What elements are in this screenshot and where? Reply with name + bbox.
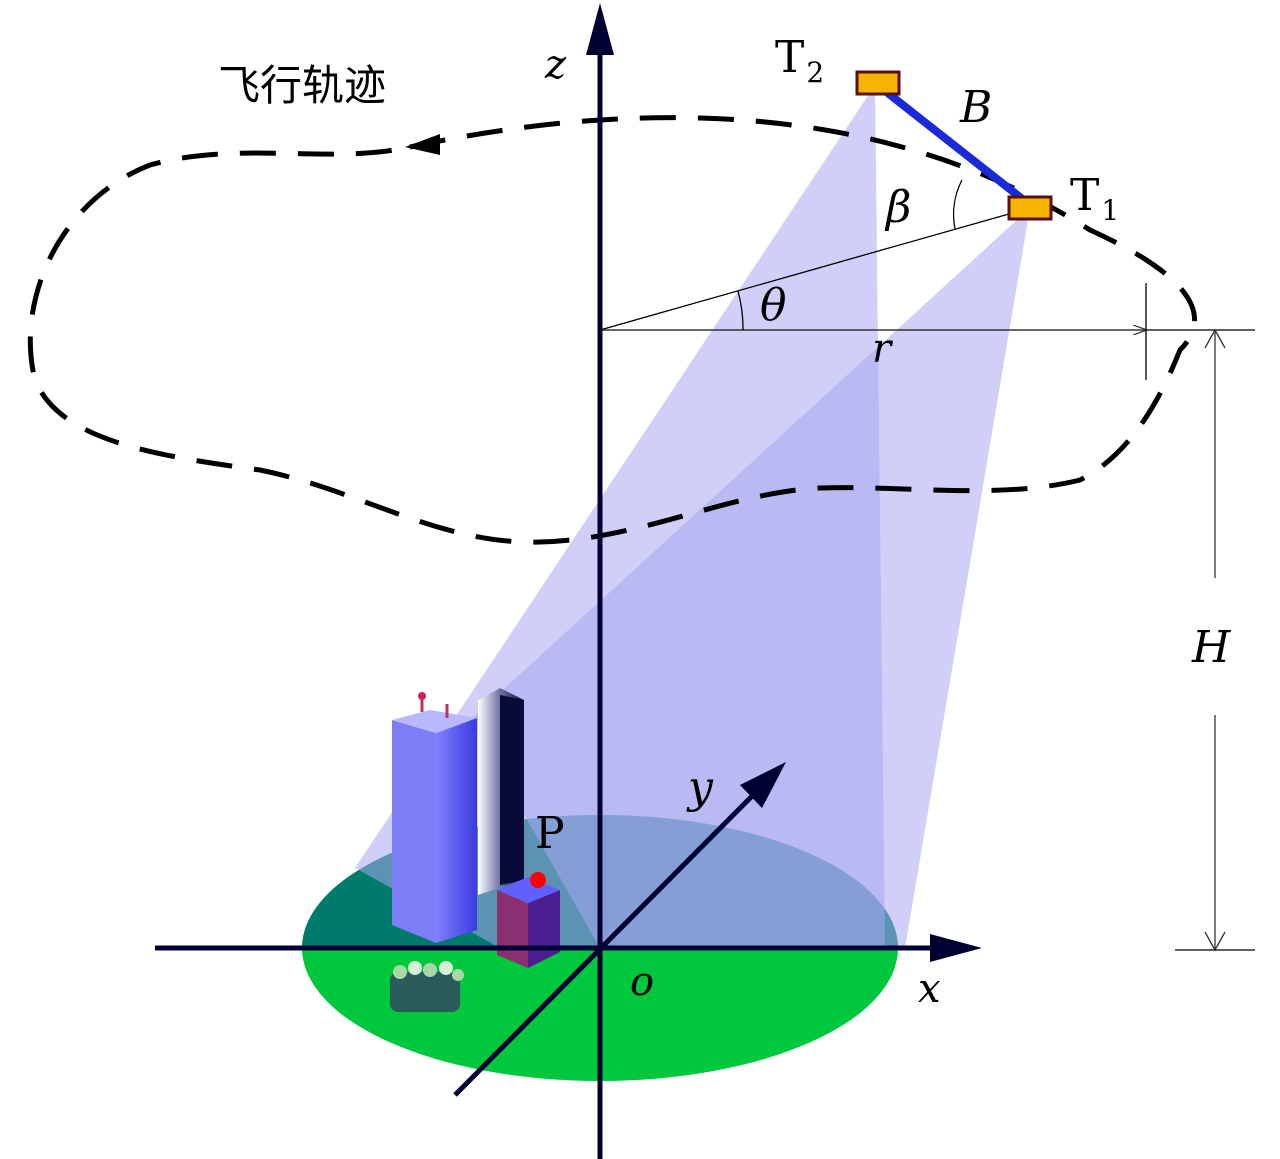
baseline-label: B [959,82,992,133]
theta-label: θ [760,280,787,331]
origin-label: o [630,959,654,1005]
x-axis-label: x [918,966,941,1012]
target-label: P [535,808,565,859]
slant-range-line [599,207,1031,331]
height-label: H [1191,622,1232,673]
platform-t1 [1007,195,1053,221]
height-dimension [1175,328,1255,952]
y-axis-arrowhead [740,762,786,808]
theta-arc [737,290,744,331]
x-axis-arrowhead [930,934,982,962]
tall-building [392,692,477,943]
baseline-segment [872,79,1033,209]
t2-label: T2 [775,32,824,89]
trajectory-direction-arrow [405,134,440,155]
shrub-icon [390,961,464,1012]
target-point-dot [530,872,546,888]
flight-trajectory [27,115,1197,545]
trajectory-label: 飞行轨迹 [218,61,386,110]
beta-arc [952,179,963,230]
y-axis-label: y [686,762,714,813]
z-axis-arrowhead [586,3,614,55]
y-axis [453,776,772,1097]
t1-label: T1 [1070,170,1119,227]
tower-building [478,688,524,895]
beta-label: β [884,182,911,233]
platform-t2 [855,70,901,96]
target-building [497,872,560,968]
radius-label: r [872,326,894,372]
z-axis-label: z [544,42,567,88]
